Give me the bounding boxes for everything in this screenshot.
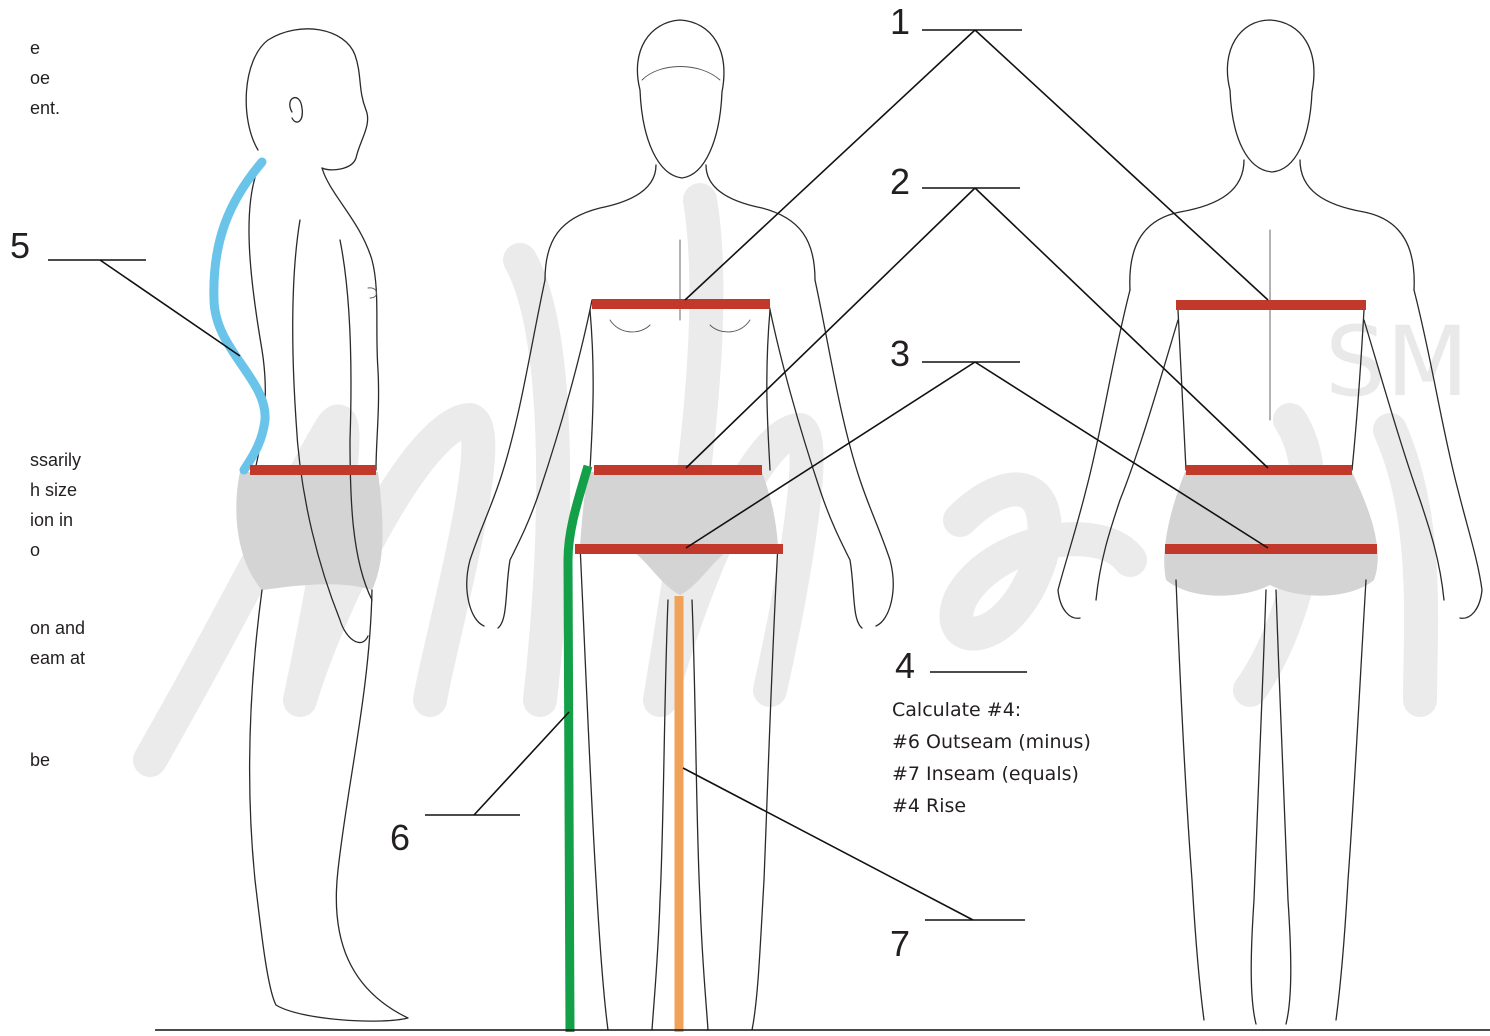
fragment-text: o [30, 540, 40, 560]
fragment-text: on and [30, 618, 85, 638]
fragment-text: e [30, 38, 40, 58]
cropped-instructions: e oe ent. ssarily h size ion in o on and… [30, 38, 85, 770]
label-5: 5 [10, 225, 30, 266]
side-view-figure [236, 29, 408, 1021]
back-briefs [1164, 472, 1378, 596]
fragment-text: ssarily [30, 450, 81, 470]
calc-line-3: #7 Inseam (equals) [892, 763, 1079, 785]
side-briefs [236, 472, 382, 590]
calc-line-1: Calculate #4: [892, 699, 1021, 721]
calc-line-2: #6 Outseam (minus) [892, 731, 1091, 753]
label-1: 1 [890, 1, 910, 42]
label-3: 3 [890, 333, 910, 374]
label-6: 6 [390, 817, 410, 858]
calc-line-4: #4 Rise [892, 795, 966, 817]
label-4: 4 [895, 645, 915, 686]
fragment-text: oe [30, 68, 50, 88]
back-length-line [214, 162, 265, 470]
fragment-text: eam at [30, 648, 85, 668]
fragment-text: h size [30, 480, 77, 500]
watermark-mark: SM [1325, 306, 1469, 418]
fragment-text: ion in [30, 510, 73, 530]
fragment-text: be [30, 750, 50, 770]
fragment-text: ent. [30, 98, 60, 118]
label-7: 7 [890, 923, 910, 964]
front-briefs [580, 472, 778, 595]
label-2: 2 [890, 161, 910, 202]
